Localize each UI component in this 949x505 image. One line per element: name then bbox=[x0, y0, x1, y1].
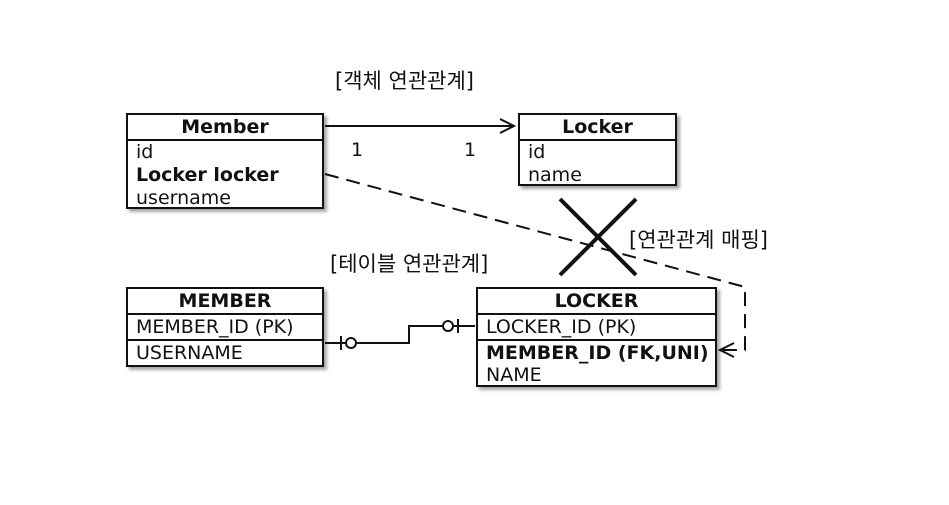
member-table-field-pk: MEMBER_ID (PK) bbox=[128, 315, 322, 341]
multiplicity-left: 1 bbox=[351, 139, 364, 161]
member-object-title: Member bbox=[128, 115, 322, 141]
cross-mark-icon bbox=[558, 197, 638, 277]
locker-table-field-name: NAME bbox=[486, 364, 542, 386]
member-table-field-username: USERNAME bbox=[136, 342, 243, 364]
locker-table-field-fk: MEMBER_ID (FK,UNI) bbox=[486, 342, 709, 364]
association-arrow bbox=[325, 118, 517, 134]
locker-table-field-pk: LOCKER_ID (PK) bbox=[478, 315, 715, 341]
erd-relationship-line bbox=[325, 319, 475, 350]
locker-object-field-name: name bbox=[528, 164, 582, 186]
member-table-title: MEMBER bbox=[128, 289, 322, 315]
mapping-dashed-arrow bbox=[324, 173, 746, 358]
object-relation-label: [객체 연관관계] bbox=[335, 69, 474, 93]
multiplicity-right: 1 bbox=[464, 139, 477, 161]
member-table-entity: MEMBER MEMBER_ID (PK) USERNAME bbox=[126, 287, 324, 367]
member-object-field-locker: Locker locker bbox=[136, 164, 279, 186]
table-relation-label: [테이블 연관관계] bbox=[330, 252, 489, 276]
locker-table-entity: LOCKER LOCKER_ID (PK) MEMBER_ID (FK,UNI)… bbox=[476, 287, 717, 387]
locker-table-title: LOCKER bbox=[478, 289, 715, 315]
locker-object-entity: Locker id name bbox=[518, 113, 677, 186]
member-object-entity: Member id Locker locker username bbox=[126, 113, 324, 209]
locker-object-field-id: id bbox=[528, 141, 546, 163]
member-object-field-username: username bbox=[136, 187, 231, 209]
relation-mapping-label: [연관관계 매핑] bbox=[629, 228, 768, 252]
member-object-field-id: id bbox=[136, 141, 154, 163]
locker-object-title: Locker bbox=[520, 115, 675, 141]
